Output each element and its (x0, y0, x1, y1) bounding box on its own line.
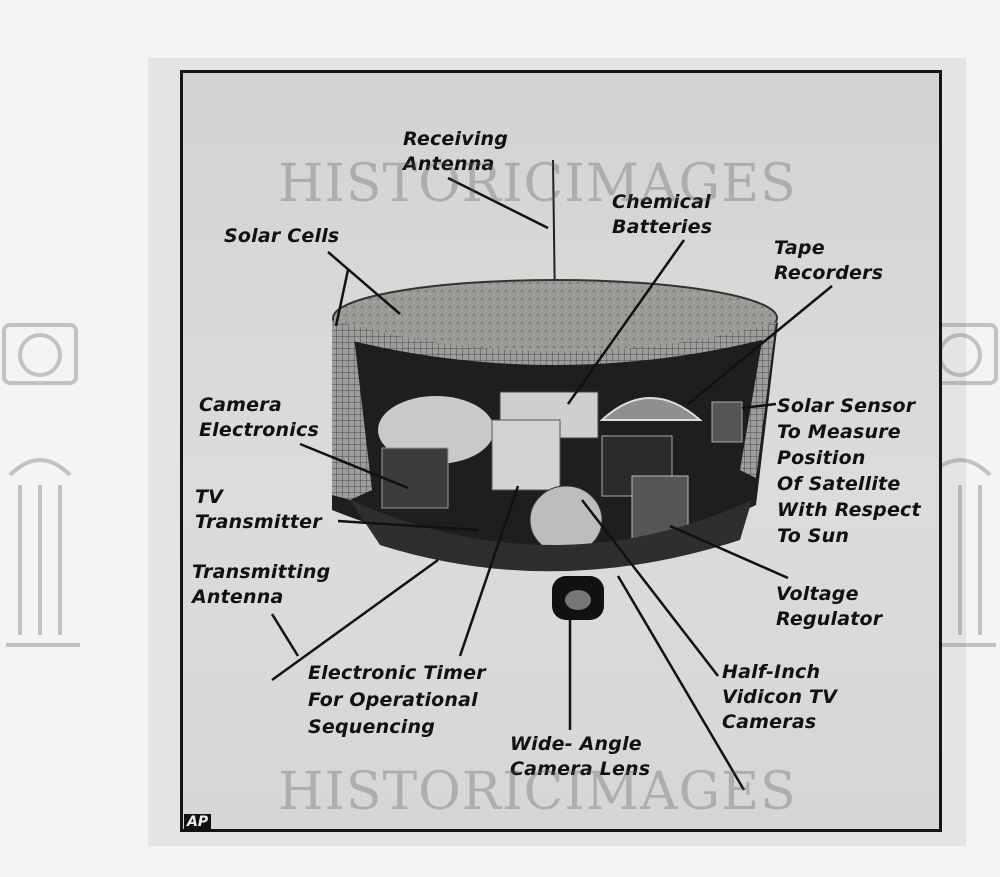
label-transmitting-antenna: Transmitting Antenna (192, 561, 331, 608)
leader-solar-cells-1 (327, 251, 401, 315)
label-voltage-regulator: Voltage Regulator (776, 583, 883, 630)
leader-solar-sensor (741, 402, 777, 410)
camera-dome-left (378, 396, 494, 464)
leader-camera-electronics (299, 442, 409, 490)
sensor-plate (711, 401, 743, 443)
label-solar-cells: Solar Cells (224, 225, 340, 247)
top-rim-cells (333, 320, 777, 365)
label-tape-recorders: Tape Recorders (774, 237, 884, 284)
label-electronic-timer: Electronic Timer For Operational Sequenc… (308, 662, 486, 738)
leader-tv-transmitter (337, 519, 479, 532)
electronics-block-center (491, 419, 561, 491)
camera-column-watermark-icon-left (2, 323, 80, 647)
ap-credit-logo: AP (184, 814, 212, 831)
solar-panel-right (740, 322, 776, 478)
regulator-block (631, 475, 689, 543)
leader-receiving-antenna (447, 176, 549, 230)
label-wide-angle-lens: Wide- Angle Camera Lens (510, 733, 651, 780)
leader-vidicon-cameras (581, 499, 719, 677)
wide-angle-lens-glass (565, 590, 591, 610)
label-tv-transmitter: TV Transmitter (195, 486, 322, 533)
electronics-block-left (381, 447, 449, 509)
leader-transmitting-antenna (270, 613, 300, 657)
label-receiving-antenna: Receiving Antenna (403, 128, 509, 175)
leader-transmitting-antenna-2 (271, 558, 439, 682)
solar-panel-left (332, 318, 372, 500)
label-vidicon-cameras: Half-Inch Vidicon TV Cameras (722, 661, 838, 733)
watermark-bottom: HISTORICIMAGES (278, 762, 797, 822)
label-chemical-batteries: Chemical Batteries (612, 191, 713, 238)
label-solar-sensor: Solar Sensor To Measure Position Of Sate… (777, 395, 921, 547)
camera-dome-right (599, 397, 703, 421)
leader-tape-recorders (687, 285, 833, 405)
leader-lines (270, 176, 833, 791)
label-camera-electronics: Camera Electronics (199, 394, 319, 441)
leader-solar-cells-2 (334, 269, 350, 327)
leader-electronic-timer (458, 485, 520, 657)
watermark-top: HISTORICIMAGES (278, 154, 797, 214)
leader-chemical-batteries (566, 239, 686, 405)
leader-vidicon-cameras-2 (616, 575, 746, 791)
leader-voltage-regulator (669, 524, 789, 580)
satellite-body (332, 279, 778, 620)
lower-rim (350, 500, 752, 572)
